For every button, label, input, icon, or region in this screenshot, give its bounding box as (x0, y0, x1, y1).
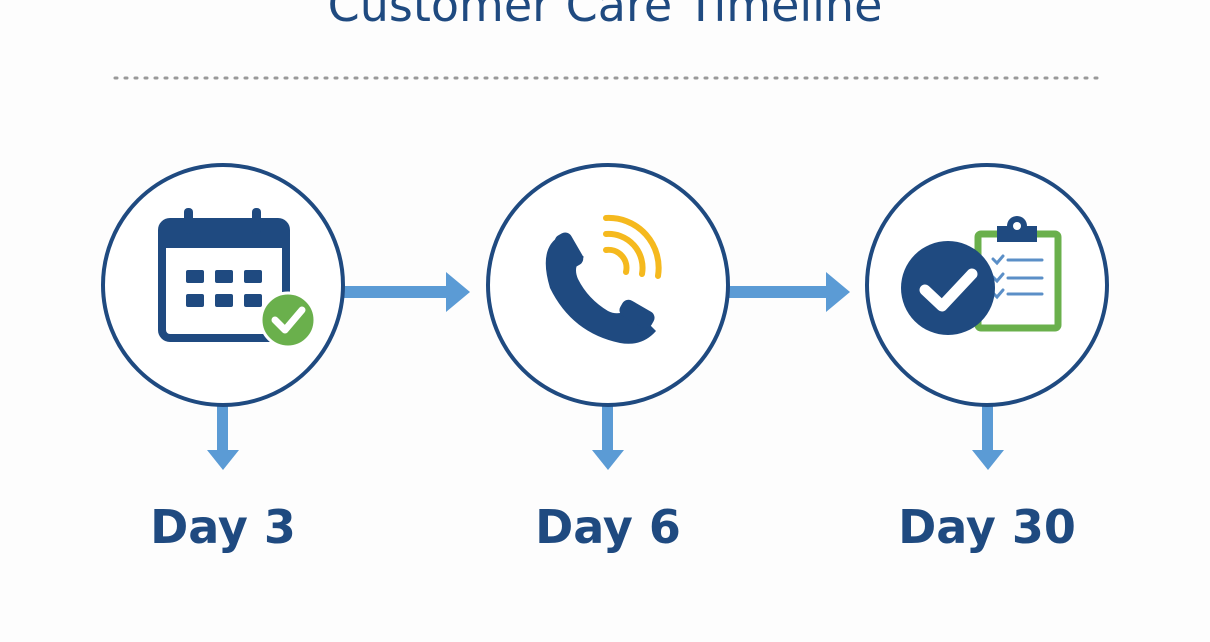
page-title: Customer Care Timeline (327, 0, 883, 32)
arrow-down (972, 404, 1004, 470)
calendar-check-icon (158, 208, 317, 349)
arrow-right (729, 272, 850, 312)
step-circle (486, 163, 730, 407)
step-label-day-30: Day 30 (898, 500, 1076, 554)
arrow-down (207, 404, 239, 470)
arrow-right (344, 272, 470, 312)
arrow-down (592, 404, 624, 470)
clipboard-check-icon (901, 216, 1062, 335)
step-label-day-6: Day 6 (535, 500, 681, 554)
step-label-day-3: Day 3 (150, 500, 296, 554)
phone-ringing-icon (545, 214, 662, 344)
